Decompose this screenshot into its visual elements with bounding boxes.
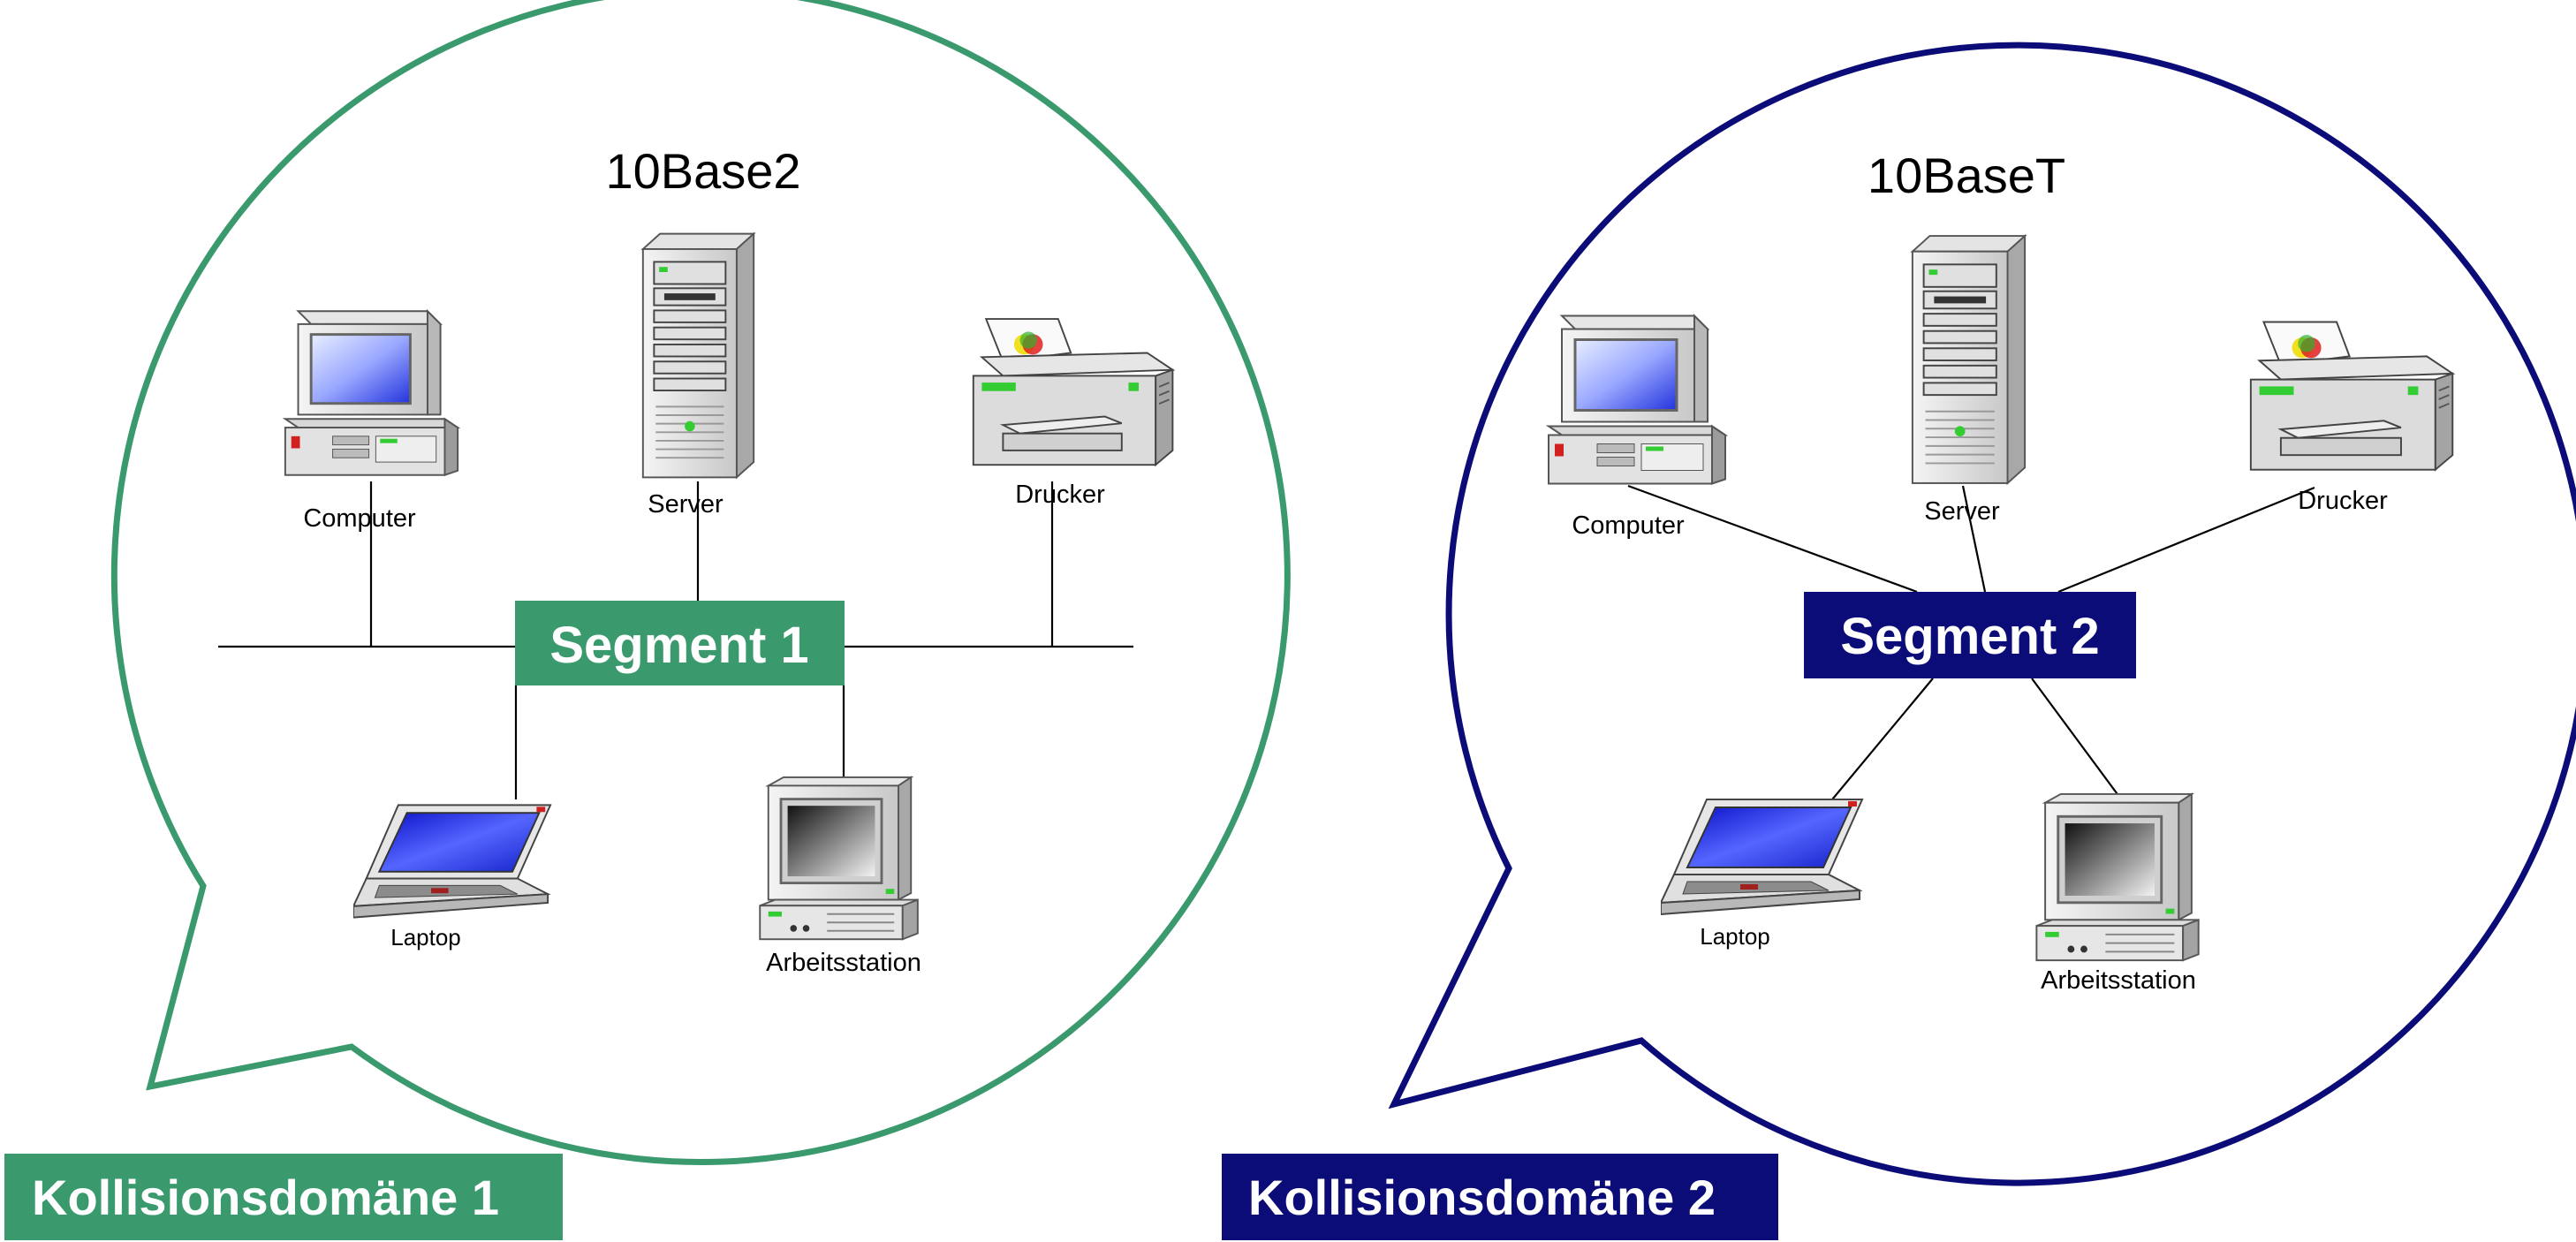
segment-1-label: Segment 1: [549, 617, 808, 674]
collision-domain-1: 10Base2 Computer Server Drucker Laptop A…: [110, 0, 1291, 1166]
server-icon: [1913, 236, 2025, 483]
server-icon: [643, 234, 754, 478]
domain-2-label-box: Kollisionsdomäne 2: [1222, 1154, 1778, 1240]
device-label-laptop: Laptop: [390, 924, 461, 950]
device-label-printer: Drucker: [2298, 487, 2388, 515]
device-label-computer: Computer: [303, 504, 416, 533]
segment-2-label: Segment 2: [1840, 608, 2099, 665]
device-label-workstation: Arbeitsstation: [2041, 966, 2196, 995]
computer-icon: [285, 311, 458, 474]
collision-domain-2: 10BaseT Computer Server Drucker Laptop A…: [1388, 42, 2576, 1186]
segment-2-box: Segment 2: [1804, 592, 2136, 678]
network-title-10baset: 10BaseT: [1868, 148, 2065, 203]
domain-1-label-box: Kollisionsdomäne 1: [4, 1154, 563, 1240]
workstation-icon: [760, 777, 918, 939]
network-title-10base2: 10Base2: [605, 143, 800, 199]
device-label-server: Server: [648, 490, 724, 519]
workstation-icon: [2036, 794, 2198, 960]
device-label-workstation: Arbeitsstation: [766, 949, 921, 977]
device-label-laptop: Laptop: [1700, 923, 1770, 950]
domain-2-label: Kollisionsdomäne 2: [1248, 1170, 1716, 1225]
segment-1-box: Segment 1: [515, 601, 845, 685]
computer-icon: [1549, 316, 1725, 484]
device-label-server: Server: [1924, 497, 2000, 526]
device-label-printer: Drucker: [1015, 481, 1105, 509]
device-label-computer: Computer: [1572, 511, 1685, 540]
domain-1-label: Kollisionsdomäne 1: [32, 1170, 499, 1225]
